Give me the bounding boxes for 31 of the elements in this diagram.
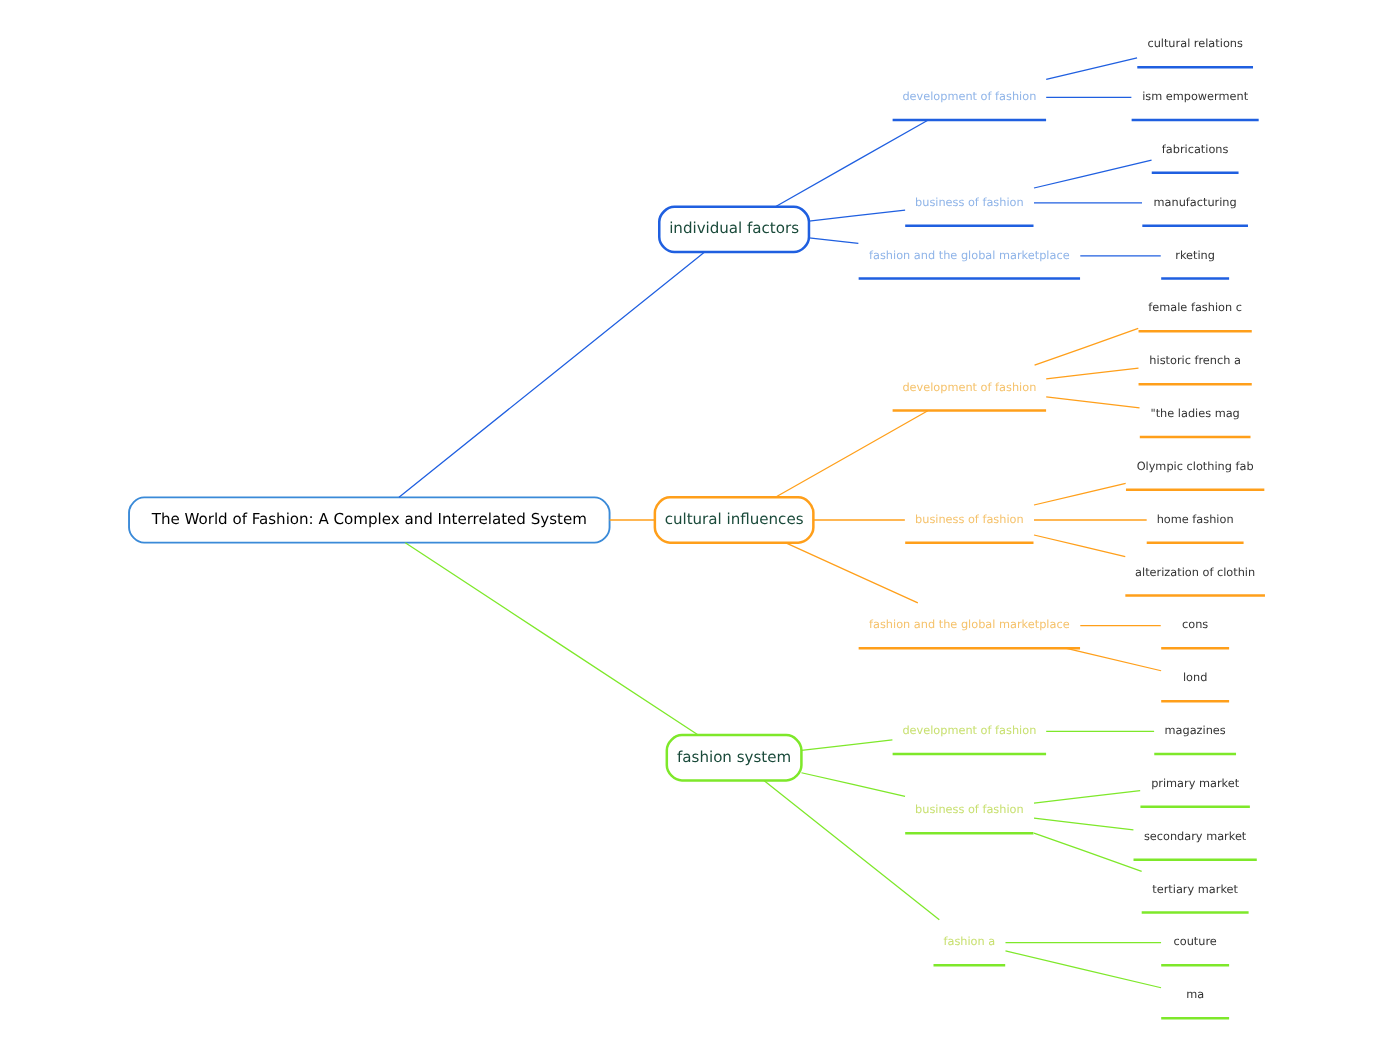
connector <box>799 772 905 797</box>
connector <box>1032 534 1125 558</box>
connector <box>1032 817 1134 831</box>
connector <box>1078 255 1161 257</box>
connector <box>773 119 928 208</box>
connector <box>1032 519 1147 521</box>
connector <box>1032 159 1152 189</box>
connector <box>608 519 655 521</box>
connector <box>1064 647 1161 672</box>
connector <box>1032 832 1142 872</box>
connector <box>1044 57 1137 81</box>
connector <box>799 739 893 751</box>
connector <box>811 519 905 521</box>
connector <box>1044 367 1139 380</box>
connector <box>1044 96 1131 98</box>
connector <box>807 237 858 244</box>
connector <box>1044 396 1140 409</box>
connector <box>1003 942 1161 944</box>
connector <box>1032 482 1126 506</box>
connector <box>773 410 928 498</box>
connector <box>1003 950 1161 989</box>
connector <box>403 542 698 736</box>
connector <box>807 209 905 222</box>
connector <box>1044 730 1154 732</box>
connector <box>1032 202 1142 204</box>
connector <box>397 251 705 498</box>
connector <box>1032 327 1138 366</box>
connector <box>762 779 939 921</box>
connector <box>1032 789 1140 804</box>
connector <box>1078 625 1161 627</box>
connector <box>783 542 918 604</box>
